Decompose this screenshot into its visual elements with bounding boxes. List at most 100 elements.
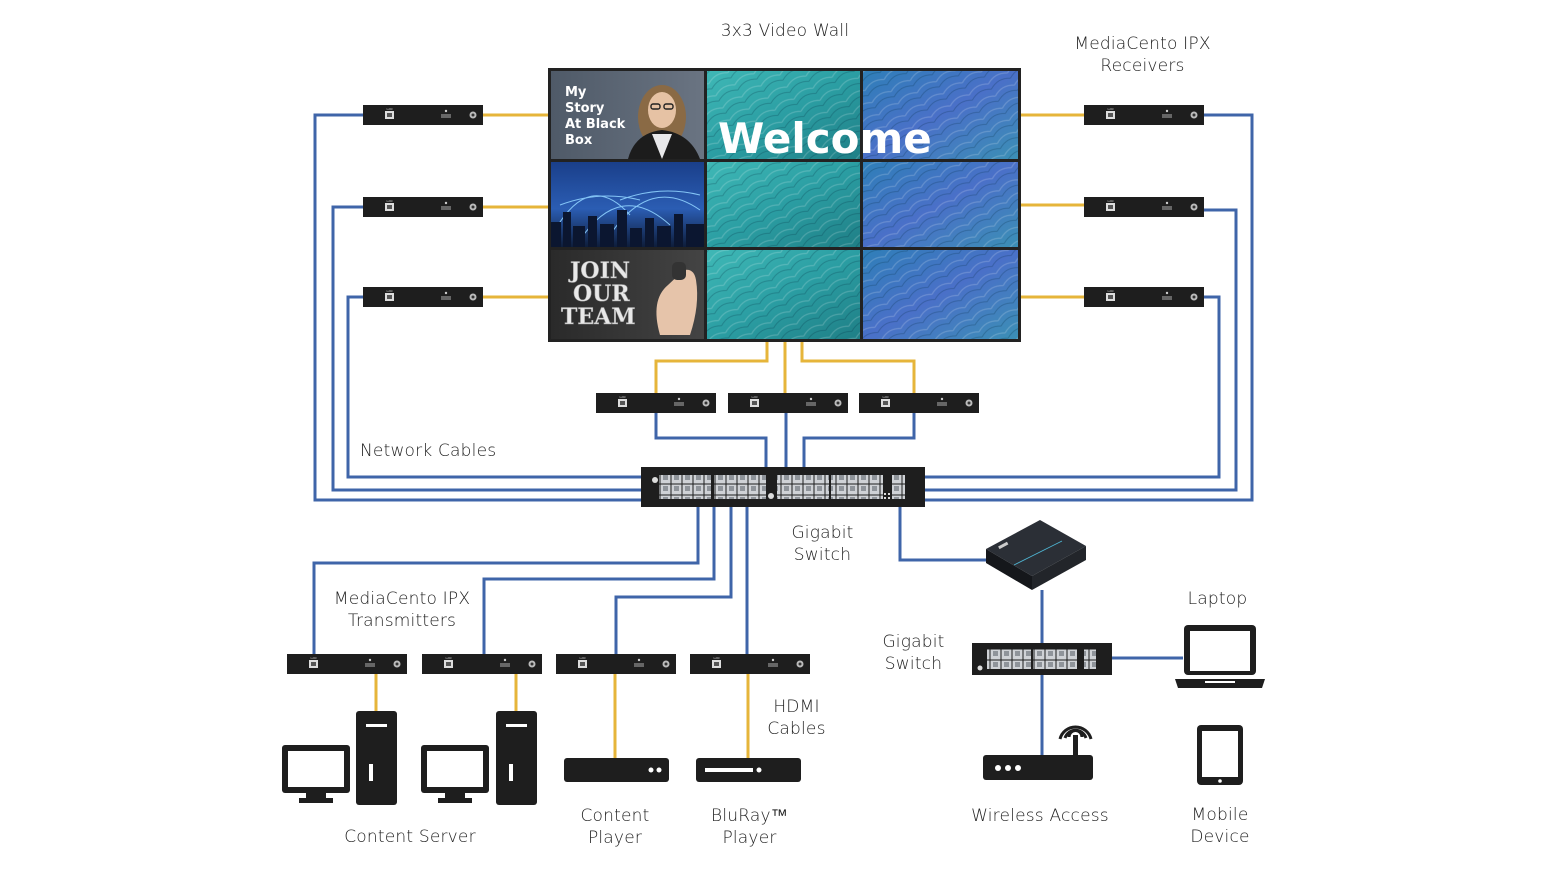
lan-port-icon: LAN [1106,289,1115,301]
sfp-block [1084,649,1096,669]
lan-port-icon: LAN [712,656,721,668]
lan-port-icon: LAN [578,656,587,668]
svg-text:LAN: LAN [713,656,719,660]
port-block [777,475,829,499]
svg-text:LAN: LAN [386,289,392,293]
svg-text:LAN: LAN [1107,289,1113,293]
network-cable [313,113,642,502]
receiver-left: LAN [363,105,483,125]
hdmi-port-icon [1162,109,1172,118]
network-cable [346,295,642,479]
wireless-router-icon [983,725,1093,780]
hdmi-port-icon [500,658,510,667]
receiver-bottom: LAN [859,393,979,413]
power-port-icon [469,293,477,301]
power-port-icon [834,399,842,407]
lan-port-icon: LAN [1106,199,1115,211]
gigabit-switch-small [972,643,1112,675]
label-receivers: MediaCento IPX Receivers [1074,34,1211,76]
power-port-icon [965,399,973,407]
lan-port-icon: LAN [444,656,453,668]
label-transmitters: MediaCento IPX Transmitters [333,589,471,631]
hdmi-port-icon [806,397,816,406]
lan-port-icon: LAN [750,395,759,407]
content-server-2 [421,711,537,805]
power-port-icon [1190,111,1198,119]
port-block [831,475,883,499]
svg-text:LAN: LAN [1107,199,1113,203]
person-photo [628,85,700,159]
gigabit-switch-main [641,467,925,507]
hdmi-cable [654,340,769,394]
tile-join-text: JOIN OUR TEAM [561,258,638,330]
label-gigabit-switch-small: Gigabit Switch [882,632,945,674]
lan-port-icon: LAN [385,107,394,119]
lan-port-icon: LAN [309,656,318,668]
hdmi-cables [374,113,1086,760]
receiver-left: LAN [363,197,483,217]
receiver-right: LAN [1084,197,1204,217]
svg-text:LAN: LAN [751,395,757,399]
network-cable [924,113,1254,502]
receiver-right: LAN [1084,105,1204,125]
power-port-icon [1190,293,1198,301]
network-cable [654,412,768,468]
hdmi-port-icon [441,291,451,300]
power-port-icon [662,660,670,668]
network-cable [331,205,642,492]
mediacento-controller [986,520,1086,590]
label-mobile-device: Mobile Device [1190,805,1250,847]
content-player-icon [564,758,669,782]
tile-story-text: My Story At Black Box [565,85,630,148]
svg-text:LAN: LAN [1107,107,1113,111]
hdmi-port-icon [768,658,778,667]
city-network-graphic [554,190,701,241]
network-cable [614,506,733,655]
hdmi-port-icon [634,658,644,667]
hdmi-port-icon [365,658,375,667]
receiver-bottom: LAN [596,393,716,413]
monitor-icon [421,745,489,803]
lan-port-icon: LAN [385,199,394,211]
label-gigabit-switch-main: Gigabit Switch [791,523,854,565]
transmitter: LAN [422,654,542,674]
extenders: LAN LAN LAN LAN LAN LAN LAN LAN LAN LAN LAN LAN LAN [287,105,1204,674]
bluray-player-icon [696,758,801,782]
label-bluray-player: BluRay™ Player [711,806,788,848]
label-laptop: Laptop [1187,589,1248,609]
hand-marker [656,262,698,335]
power-port-icon [469,111,477,119]
video-wall [548,68,1021,342]
network-cable [312,506,700,655]
receiver-left: LAN [363,287,483,307]
power-port-icon [528,660,536,668]
hdmi-port-icon [441,109,451,118]
hdmi-port-icon [1162,201,1172,210]
label-wireless-access: Wireless Access [971,806,1109,826]
network-cable [802,412,916,468]
lan-port-icon: LAN [385,289,394,301]
port-block [659,475,711,499]
bezels [549,69,1020,341]
content-server-1 [282,711,397,805]
tablet-icon [1197,725,1243,785]
power-port-icon [702,399,710,407]
port-block [714,475,766,499]
receiver-right: LAN [1084,287,1204,307]
svg-text:LAN: LAN [445,656,451,660]
hdmi-port-icon [674,397,684,406]
monitor-icon [282,745,350,803]
svg-text:LAN: LAN [386,107,392,111]
label-content-player: Content Player [580,806,650,848]
network-cable [924,208,1238,492]
power-port-icon [469,203,477,211]
lan-port-icon: LAN [881,395,890,407]
transmitter: LAN [556,654,676,674]
sfp-block [892,475,905,499]
city-buildings [551,210,704,247]
hdmi-cable [800,340,916,394]
hdmi-port-icon [1162,291,1172,300]
svg-text:LAN: LAN [619,395,625,399]
svg-text:LAN: LAN [310,656,316,660]
network-cables [312,113,1254,758]
